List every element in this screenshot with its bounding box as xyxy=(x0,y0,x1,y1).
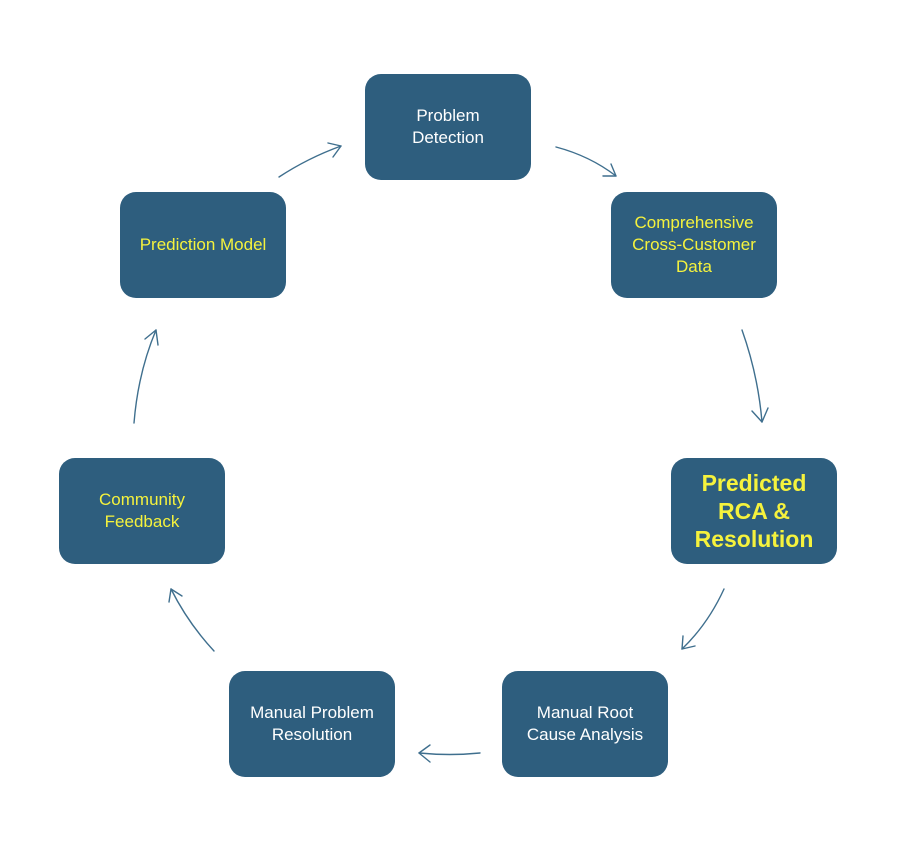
arrow-resolution-to-feedback xyxy=(168,588,215,652)
node-manual-rca-label: Manual Root Cause Analysis xyxy=(526,703,644,744)
node-manual-rca: Manual Root Cause Analysis xyxy=(502,671,668,777)
arrow-manual-rca-to-resolution xyxy=(418,744,481,763)
node-problem-detection: Problem Detection xyxy=(365,74,531,180)
arrow-model-to-detection xyxy=(278,142,342,178)
node-problem-detection-label: Problem Detection xyxy=(412,106,484,147)
arrow-feedback-to-model xyxy=(133,329,159,424)
node-community-feedback-label: Community Feedback xyxy=(99,490,185,531)
node-predicted-rca: Predicted RCA & Resolution xyxy=(671,458,837,564)
node-prediction-model-label: Prediction Model xyxy=(139,235,267,254)
arrow-data-to-predicted xyxy=(741,329,769,423)
node-community-feedback: Community Feedback xyxy=(59,458,225,564)
node-predicted-rca-label: Predicted RCA & Resolution xyxy=(694,470,814,552)
node-cross-customer-data: Comprehensive Cross-Customer Data xyxy=(611,192,777,298)
node-prediction-model: Prediction Model xyxy=(120,192,286,298)
arrow-detection-to-data xyxy=(555,146,617,177)
node-manual-resolution-label: Manual Problem Resolution xyxy=(250,703,374,744)
arrow-predicted-to-manual-rca xyxy=(681,588,725,650)
node-cross-customer-data-label: Comprehensive Cross-Customer Data xyxy=(632,213,756,276)
node-manual-resolution: Manual Problem Resolution xyxy=(229,671,395,777)
